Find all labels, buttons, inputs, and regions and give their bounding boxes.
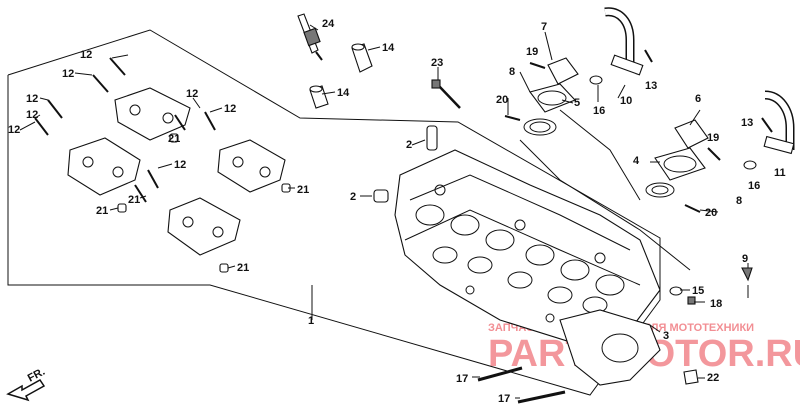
- temperature-sensor: [741, 267, 753, 282]
- callout-12: 12: [26, 109, 38, 121]
- sleeve-upper: [426, 125, 438, 151]
- callout-21: 21: [96, 205, 108, 217]
- callout-12: 12: [224, 103, 236, 115]
- callout-18: 18: [710, 298, 722, 310]
- cam-holder-bolts: [34, 57, 216, 203]
- intake-insulator-upper: [504, 57, 579, 136]
- callout-19: 19: [707, 132, 719, 144]
- callout-16: 16: [593, 105, 605, 117]
- leader-lines: [19, 24, 749, 399]
- callout-3: 3: [663, 330, 669, 342]
- callout-17: 17: [498, 393, 510, 405]
- callout-17: 17: [456, 373, 468, 385]
- callout-20: 20: [705, 207, 717, 219]
- callout-4: 4: [633, 155, 640, 167]
- callout-16: 16: [748, 180, 760, 192]
- callout-14: 14: [382, 42, 395, 54]
- callout-13: 13: [741, 117, 753, 129]
- cam-holder-2: [67, 137, 141, 196]
- callout-12: 12: [186, 88, 198, 100]
- sleeve-lower: [373, 189, 389, 203]
- breather-pipe-lower: [743, 90, 795, 170]
- callout-21: 21: [297, 184, 309, 196]
- cap-nut: [683, 369, 699, 385]
- valve-cover-group-outline: [519, 109, 691, 271]
- callout-12: 12: [26, 93, 38, 105]
- dowel-pins: [117, 133, 291, 273]
- front-direction-arrow: FR.: [6, 366, 47, 402]
- callout-12: 12: [80, 49, 92, 61]
- callout-6: 6: [695, 93, 701, 105]
- breather-pipe-upper: [589, 7, 653, 85]
- cam-holder-4: [167, 197, 241, 256]
- callout-13: 13: [645, 80, 657, 92]
- callout-12: 21: [128, 194, 140, 206]
- cylinder-head: [394, 149, 661, 386]
- callout-21: 21: [168, 133, 180, 145]
- stud-bolt: [431, 79, 461, 109]
- callout-8: 8: [509, 66, 515, 78]
- spark-plug: [297, 13, 323, 61]
- callout-14: 14: [337, 87, 350, 99]
- callout-12: 12: [8, 124, 20, 136]
- callout-2: 2: [406, 139, 412, 151]
- callout-15: 15: [692, 285, 704, 297]
- callout-9: 9: [742, 253, 748, 265]
- callout-10: 10: [620, 95, 632, 107]
- callout-7: 7: [541, 21, 547, 33]
- callout-8: 8: [736, 195, 742, 207]
- callout-1: 1: [308, 315, 314, 327]
- callout-2: 2: [350, 191, 356, 203]
- callout-labels: 24 14 14 23 7 19 8 5 20 16 10 13 6 19 13…: [8, 18, 786, 405]
- oil-orifice-parts: [669, 286, 696, 305]
- plug-seals: [309, 43, 373, 109]
- intake-insulator-lower: [645, 119, 721, 213]
- callout-11: 11: [774, 167, 786, 179]
- callout-23: 23: [431, 57, 443, 69]
- cam-holder-group-outline: [7, 29, 661, 396]
- callout-24: 24: [322, 18, 335, 30]
- cam-holder-1: [114, 87, 191, 141]
- studs: [477, 366, 566, 404]
- callout-20: 20: [496, 94, 508, 106]
- callout-22: 22: [707, 372, 719, 384]
- callout-12: 12: [174, 159, 186, 171]
- callout-5: 5: [574, 97, 580, 109]
- front-direction-label: FR.: [26, 366, 47, 385]
- cam-holder-3: [217, 139, 286, 193]
- callout-12: 12: [62, 68, 74, 80]
- callout-19: 19: [526, 46, 538, 58]
- callout-21: 21: [237, 262, 249, 274]
